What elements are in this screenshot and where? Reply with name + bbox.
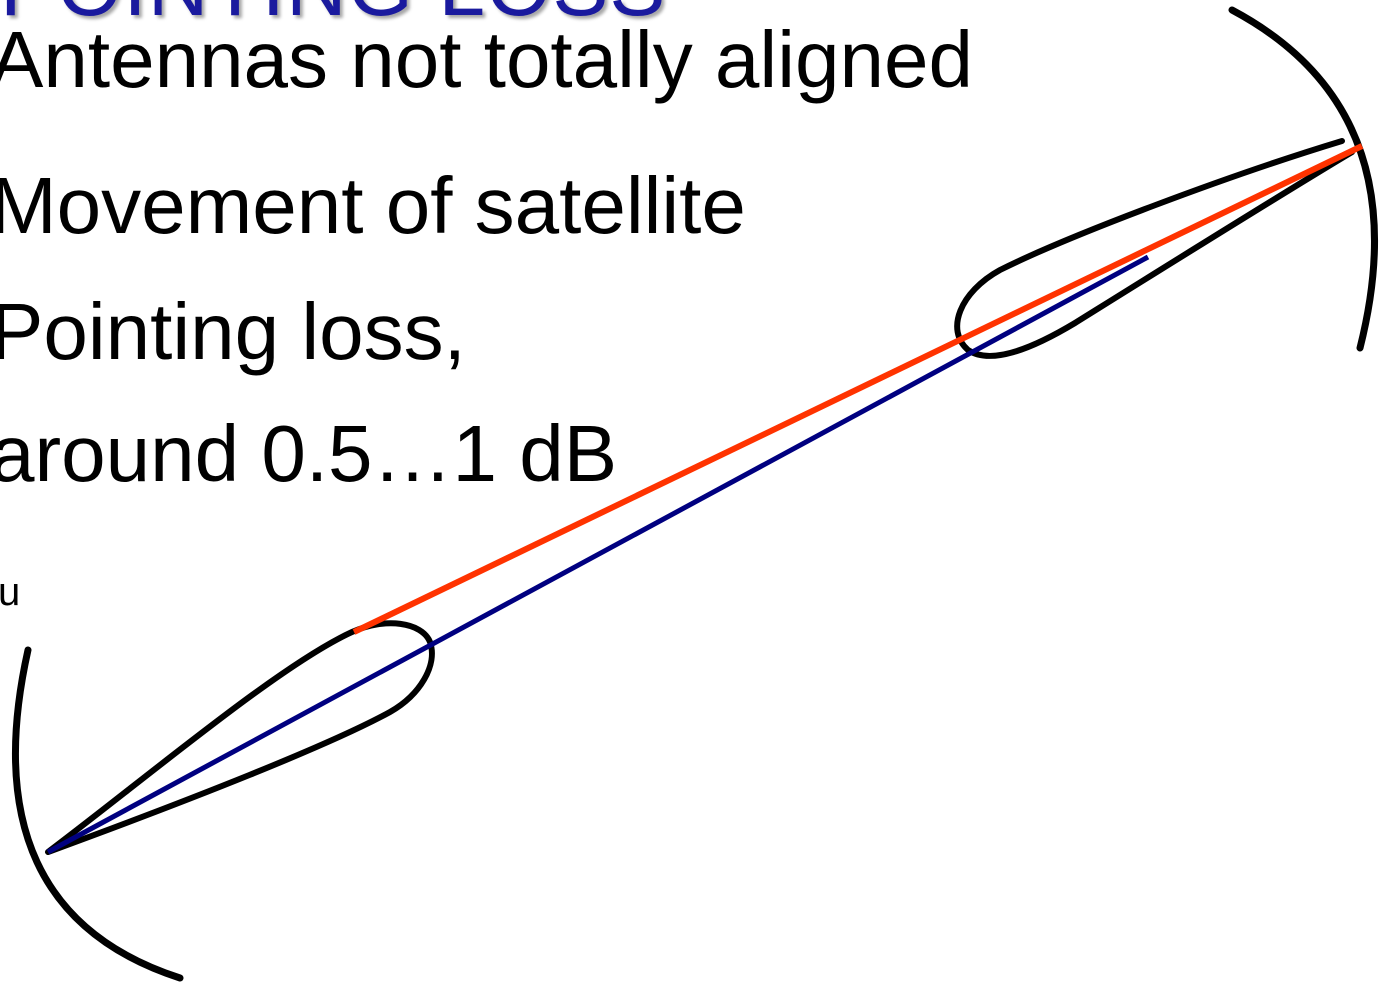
ideal-axis-line bbox=[46, 254, 1150, 855]
bullet-satellite-movement: Movement of satellite bbox=[0, 161, 746, 250]
ground-dish-arc bbox=[11, 646, 184, 982]
bullet-pointing-loss: Pointing loss, bbox=[0, 287, 466, 376]
bullet-antennas-not-aligned: Antennas not totally aligned bbox=[0, 15, 973, 104]
bullet-loss-range: around 0.5…1 dB bbox=[0, 409, 618, 498]
ground-beam-lobe bbox=[45, 620, 435, 855]
small-label: u bbox=[0, 570, 21, 614]
satellite-beam-lobe bbox=[954, 138, 1355, 359]
satellite-dish-arc bbox=[1228, 6, 1379, 352]
actual-pointing-line bbox=[352, 143, 1364, 635]
slide-title: POINTING LOSS bbox=[0, 0, 666, 35]
